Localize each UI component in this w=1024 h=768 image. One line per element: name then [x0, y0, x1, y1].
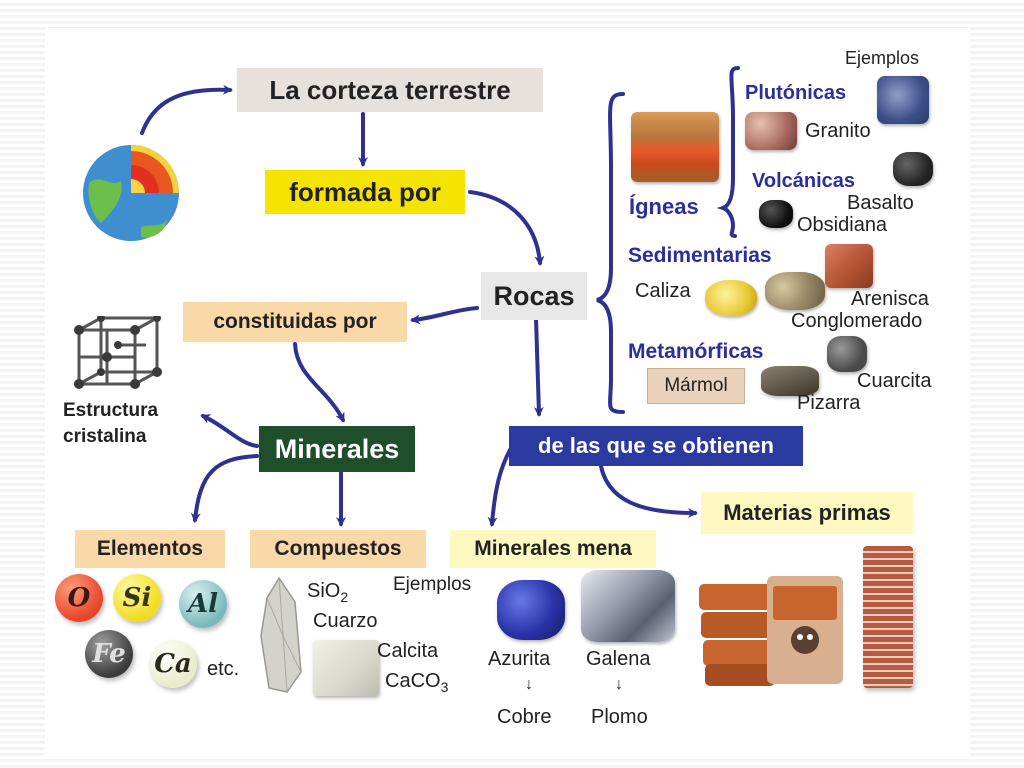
arrow-obtienen-to-materias: [598, 458, 698, 518]
label-calcita: Calcita: [377, 640, 439, 662]
label-estructura: Estructura cristalina: [63, 398, 158, 450]
concept-mena: Minerales mena: [450, 530, 656, 568]
caco3-text: CaCO: [385, 670, 441, 692]
element-si-chip: Si: [113, 574, 161, 622]
rock-plutonica-image: [877, 76, 929, 124]
arrow-earth-to-corteza: [140, 84, 233, 135]
label-plomo: Plomo: [591, 706, 648, 728]
label-arenisca: Arenisca: [851, 288, 929, 310]
rock-cuarcita-image: [827, 336, 867, 372]
sio2-sub: 2: [340, 589, 349, 605]
arrow-formada-to-rocas: [468, 190, 545, 266]
galena-image: [581, 570, 675, 642]
cement-bags-image: [695, 564, 847, 688]
arrow-azurita-cobre: ↓: [525, 676, 533, 693]
label-cuarzo: Cuarzo: [313, 610, 378, 632]
label-sedimentarias: Sedimentarias: [628, 244, 772, 267]
concept-obtienen: de las que se obtienen: [509, 426, 803, 466]
azurita-image: [497, 580, 565, 640]
label-etc: etc.: [207, 658, 240, 680]
concept-minerales: Minerales: [259, 426, 415, 472]
earth-layers-icon: [81, 143, 181, 243]
element-o-chip: O: [55, 574, 103, 622]
concept-elementos: Elementos: [75, 530, 225, 568]
brick-column-image: [863, 546, 913, 688]
rock-basalto-image: [893, 152, 933, 186]
rock-ignea-image: [631, 112, 719, 182]
label-caco3: CaCO3: [385, 670, 448, 695]
label-pizarra: Pizarra: [797, 392, 861, 414]
element-ca-chip: Ca: [149, 640, 197, 688]
label-cobre: Cobre: [497, 706, 552, 728]
label-cuarcita: Cuarcita: [857, 370, 932, 392]
label-plutonicas: Plutónicas: [745, 82, 847, 104]
quartz-crystal-image: [257, 576, 305, 694]
label-obsidiana: Obsidiana: [797, 214, 888, 236]
rock-obsidiana-image: [759, 200, 793, 228]
label-basalto: Basalto: [847, 192, 914, 214]
brace-rocas: [596, 92, 625, 414]
concept-materias: Materias primas: [701, 492, 913, 534]
estructura-line2: cristalina: [63, 426, 147, 447]
label-volcanicas: Volcánicas: [752, 170, 856, 192]
label-marmol: Mármol: [647, 368, 745, 404]
caco3-sub: 3: [440, 679, 449, 695]
label-galena: Galena: [586, 648, 651, 670]
concept-corteza: La corteza terrestre: [237, 68, 543, 112]
label-metamorficas: Metamórficas: [628, 340, 764, 363]
brace-igneas: [716, 66, 740, 238]
connector-arrows: [140, 66, 740, 527]
rock-conglomerado-image: [765, 272, 825, 310]
slide: La corteza terrestre formada por Rocas c…: [45, 28, 970, 758]
arrow-constituidas-to-minerales: [293, 342, 345, 423]
arrow-galena-plomo: ↓: [615, 676, 623, 693]
estructura-line1: Estructura: [63, 400, 159, 421]
rock-pizarra-image: [761, 366, 819, 396]
arrow-rocas-to-constituidas: [410, 306, 479, 325]
element-fe-chip: Fe: [85, 630, 133, 678]
rock-granito-image: [745, 112, 797, 150]
rock-arenisca-image: [825, 244, 873, 288]
calcite-image: [313, 640, 379, 696]
label-azurita: Azurita: [488, 648, 551, 670]
concept-compuestos: Compuestos: [250, 530, 426, 568]
arrow-minerales-to-elementos: [190, 454, 259, 523]
label-igneas: Ígneas: [629, 194, 699, 219]
arrow-rocas-to-obtienen: [533, 316, 544, 417]
label-caliza: Caliza: [635, 280, 691, 302]
label-sio2: SiO2: [307, 580, 348, 605]
sio2-text: SiO: [307, 580, 341, 602]
label-ejemplos-rocas: Ejemplos: [845, 48, 920, 68]
concept-rocas: Rocas: [481, 272, 587, 320]
label-conglomerado: Conglomerado: [791, 310, 923, 332]
label-granito: Granito: [805, 120, 871, 142]
crystal-lattice-icon: [73, 314, 165, 394]
arrow-minerales-to-estructura: [200, 414, 259, 448]
concept-constituidas: constituidas por: [183, 302, 407, 342]
rock-caliza-image: [705, 280, 757, 316]
element-al-chip: Al: [179, 580, 227, 628]
arrow-obtienen-to-mena: [487, 446, 513, 527]
label-ejemplos-mena: Ejemplos: [393, 574, 472, 595]
concept-formada: formada por: [265, 170, 465, 214]
